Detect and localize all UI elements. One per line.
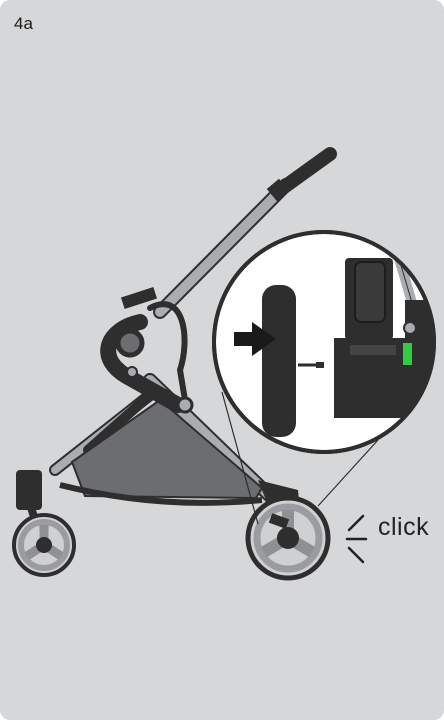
click-sound-label: click (378, 513, 429, 542)
seat-frame (108, 287, 192, 412)
rear-wheel (248, 498, 328, 578)
click-sound-lines-icon (347, 516, 366, 562)
detail-magnifier (214, 212, 444, 452)
lock-indicator-green (403, 343, 412, 365)
bumper-bar (262, 285, 296, 437)
